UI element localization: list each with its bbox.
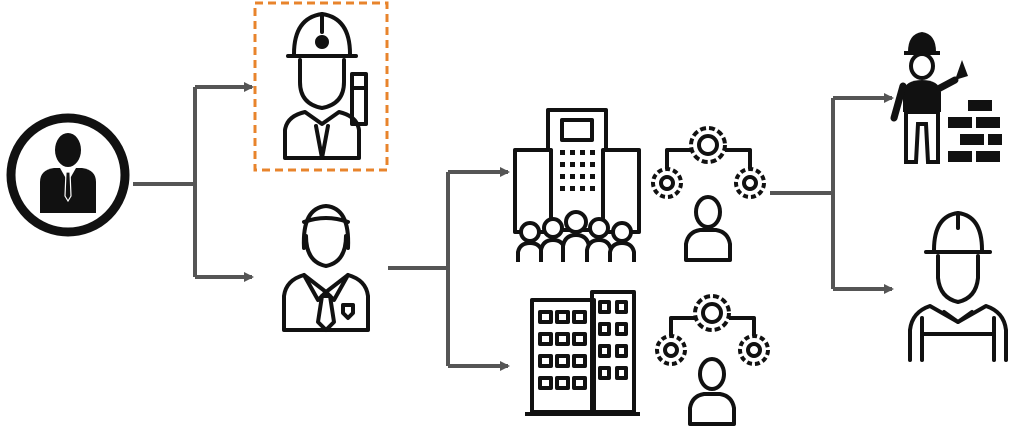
highlight-box bbox=[253, 1, 389, 172]
manager-with-gears-icon bbox=[651, 126, 766, 262]
office-with-crowd-icon bbox=[513, 108, 641, 262]
connector-company-branch bbox=[770, 93, 894, 294]
manager-with-gears-icon bbox=[655, 294, 770, 426]
connector-manager-branch bbox=[388, 167, 510, 371]
person-circle-icon bbox=[6, 113, 130, 237]
connector-owner-branch bbox=[133, 82, 254, 282]
engineer-with-blueprint-icon bbox=[283, 12, 368, 160]
laborer-with-hardhat-icon bbox=[908, 211, 1008, 362]
apartment-building-icon bbox=[525, 290, 640, 416]
businessman-icon bbox=[282, 204, 370, 332]
bricklayer-worker-icon bbox=[890, 32, 1002, 164]
